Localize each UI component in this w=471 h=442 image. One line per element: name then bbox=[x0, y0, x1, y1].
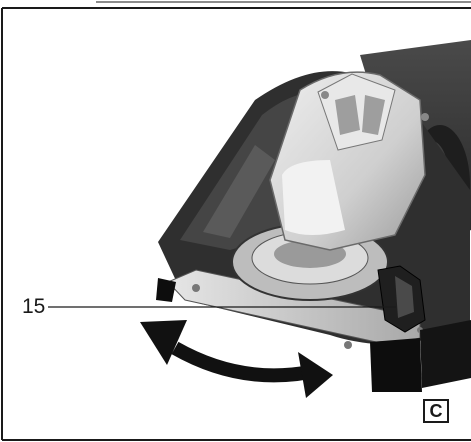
figure-letter-badge: C bbox=[423, 399, 449, 423]
gear-head bbox=[269, 71, 429, 251]
brush-bristles bbox=[156, 278, 471, 392]
callout-number-label: 15 bbox=[22, 295, 46, 318]
extraction-port bbox=[377, 265, 426, 333]
rotation-arrow bbox=[140, 320, 333, 398]
